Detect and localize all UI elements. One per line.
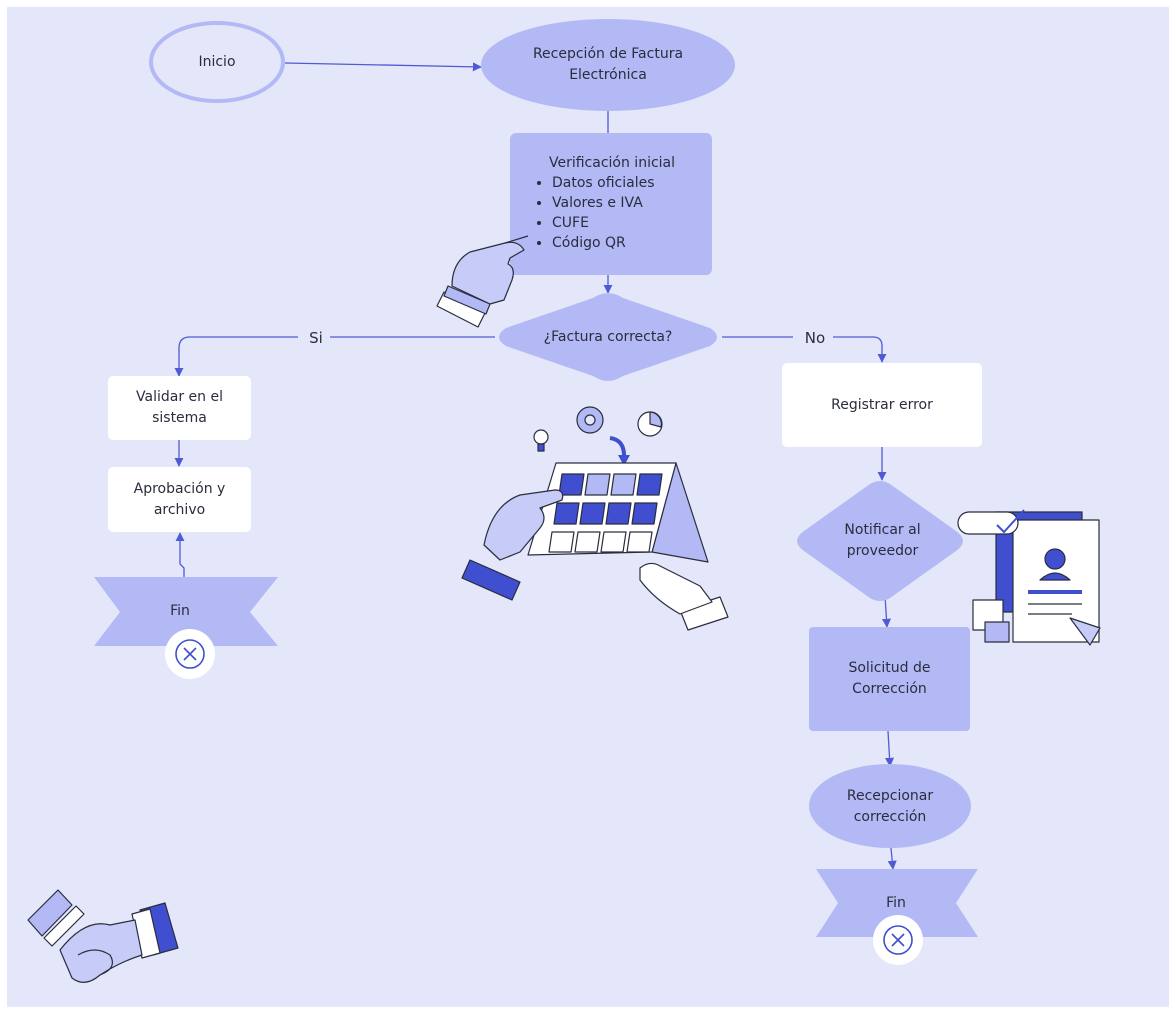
node-fin-left[interactable]: Fin — [170, 602, 190, 619]
verificacion-item: CUFE — [552, 213, 712, 233]
verificacion-item: Código QR — [552, 233, 712, 253]
node-recepcionar-shape[interactable] — [809, 764, 971, 848]
node-registrar-shape[interactable] — [782, 363, 982, 447]
node-decision-shape[interactable] — [499, 293, 717, 381]
node-solicitud[interactable]: Solicitud de Corrección — [848, 660, 931, 697]
node-validar[interactable]: Validar en el sistema — [136, 389, 223, 426]
edge-recepcionar-fin — [887, 847, 897, 870]
verificacion-list: Datos oficiales Valores e IVA CUFE Códig… — [512, 173, 712, 253]
pointing-hand-illustration — [436, 235, 529, 328]
node-fin-left-shape[interactable] — [94, 577, 278, 646]
node-aprobacion-shape[interactable] — [108, 467, 251, 532]
fin-right-close-icon — [873, 915, 923, 965]
fin-left-close-icon — [165, 629, 215, 679]
node-registrar[interactable]: Registrar error — [831, 396, 933, 413]
edge-decision-si — [179, 336, 495, 376]
gear-icon — [576, 406, 604, 434]
calendar-illustration — [461, 406, 729, 631]
edge-decision-no — [722, 336, 882, 362]
node-recepcion[interactable]: Recepción de Factura Electrónica — [532, 46, 684, 83]
verificacion-item: Valores e IVA — [552, 193, 712, 213]
edge-label-no: No — [804, 328, 826, 347]
edge-label-si: Si — [309, 328, 323, 347]
lightbulb-icon — [533, 429, 549, 452]
node-decision[interactable]: ¿Factura correcta? — [543, 328, 673, 345]
node-notificar-shape[interactable] — [797, 481, 963, 601]
node-recepcionar[interactable]: Recepcionar corrección — [846, 788, 934, 825]
node-verificacion-shape[interactable] — [510, 133, 712, 275]
edge-notificar-solicitud — [881, 595, 892, 628]
node-aprobacion[interactable]: Aprobación y archivo — [133, 480, 226, 518]
node-recepcion-shape[interactable] — [481, 19, 735, 111]
node-solicitud-shape[interactable] — [809, 627, 970, 731]
node-validar-shape[interactable] — [108, 376, 251, 440]
edge-solicitud-recepcionar — [884, 730, 895, 767]
node-fin-right-shape[interactable] — [816, 869, 978, 937]
connectors — [175, 62, 897, 870]
node-verificacion[interactable]: Verificación inicial Datos oficiales Val… — [512, 153, 712, 253]
node-notificar[interactable]: Notificar al proveedor — [844, 522, 921, 559]
verificacion-item: Datos oficiales — [552, 173, 712, 193]
verificacion-title: Verificación inicial — [548, 155, 676, 171]
node-inicio-shape[interactable] — [149, 21, 285, 103]
id-card-illustration — [957, 509, 1101, 646]
handshake-illustration — [27, 889, 179, 983]
node-fin-right[interactable]: Fin — [886, 894, 906, 911]
edge-fin-aprobacion — [175, 532, 185, 577]
edge-inicio-recepcion — [284, 62, 482, 72]
node-inicio[interactable]: Inicio — [198, 53, 236, 70]
